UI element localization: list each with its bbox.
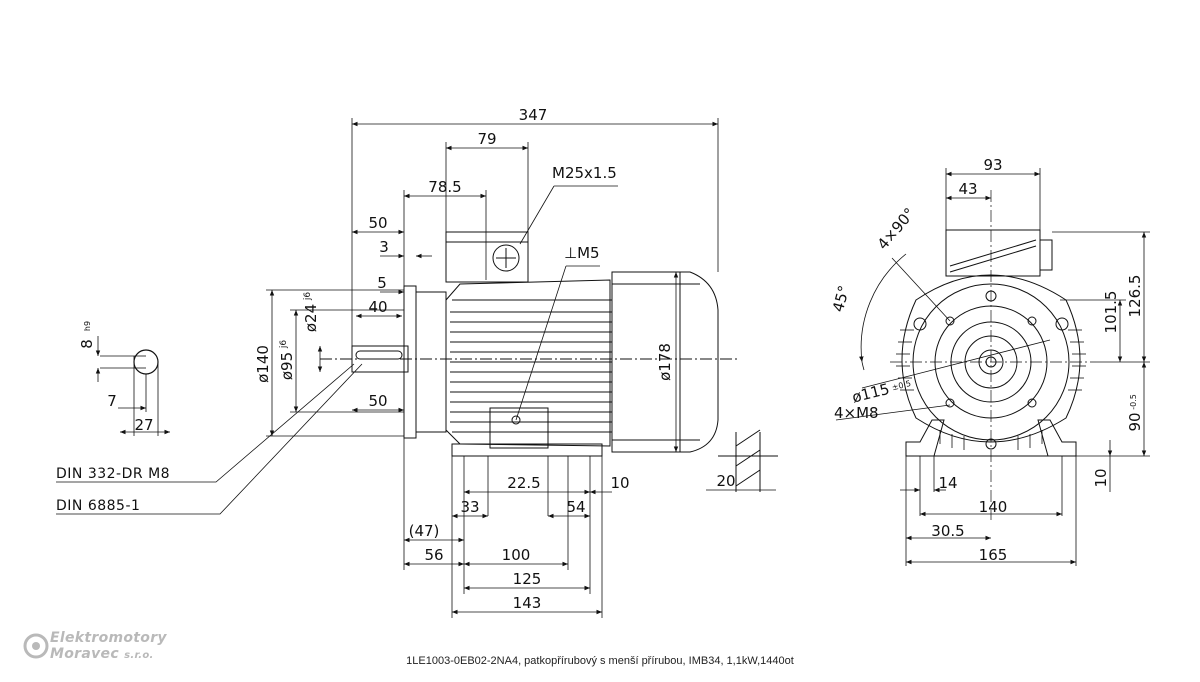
dim-54: 54 bbox=[566, 498, 585, 516]
label-din332: DIN 332-DR M8 bbox=[56, 466, 170, 482]
bolt-hole-icon bbox=[945, 398, 955, 408]
cooling-fins bbox=[450, 299, 612, 433]
fan-cover bbox=[611, 271, 719, 453]
dim-f14: 14 bbox=[938, 474, 957, 492]
dim-f-4xm8: 4×M8 bbox=[834, 404, 879, 422]
shaft-section-circle bbox=[133, 349, 159, 375]
dim-key-7: 7 bbox=[107, 392, 117, 410]
dim-f30-5: 30.5 bbox=[931, 522, 964, 540]
dim-phi95-tol: j6 bbox=[279, 340, 289, 350]
front-view bbox=[890, 190, 1096, 520]
dim-40: 40 bbox=[368, 298, 387, 316]
dim-f90: 90 bbox=[1126, 412, 1144, 431]
dim-phi24: ø24 bbox=[302, 304, 320, 332]
dim-m5: ⊥M5 bbox=[564, 244, 600, 262]
dim-125: 125 bbox=[513, 570, 542, 588]
side-dim-lines bbox=[56, 118, 776, 618]
dim-33: 33 bbox=[460, 498, 479, 516]
dim-f-4x90: 4×90° bbox=[874, 204, 919, 253]
dim-f-phi115: ø115 bbox=[850, 380, 891, 407]
dim-f101-5: 101.5 bbox=[1102, 291, 1120, 334]
front-frame bbox=[901, 274, 1081, 443]
dim-key-27: 27 bbox=[134, 416, 153, 434]
motor-body bbox=[445, 279, 611, 447]
dim-347: 347 bbox=[519, 106, 548, 124]
logo-line2: Moravec s.r.o. bbox=[50, 646, 154, 662]
dim-f-45: 45° bbox=[829, 284, 853, 314]
flange-hub bbox=[415, 291, 447, 433]
foot bbox=[451, 443, 603, 457]
dim-10-side: 10 bbox=[610, 474, 629, 492]
dim-f90-tol: -0.5 bbox=[1129, 394, 1138, 410]
dim-m25: M25x1.5 bbox=[552, 164, 617, 182]
dim-100: 100 bbox=[502, 546, 531, 564]
dim-56: 56 bbox=[424, 546, 443, 564]
shaft-section bbox=[95, 336, 170, 436]
flange-plate bbox=[403, 285, 417, 439]
dim-f93: 93 bbox=[983, 156, 1002, 174]
dim-phi95: ø95 bbox=[278, 352, 296, 380]
dim-50-top: 50 bbox=[368, 214, 387, 232]
dim-79: 79 bbox=[477, 130, 496, 148]
dim-key-8: 8 bbox=[78, 339, 96, 349]
logo-line1: Elektromotory bbox=[50, 630, 167, 646]
dim-50-shaft: 50 bbox=[368, 392, 387, 410]
dim-22-5: 22.5 bbox=[507, 474, 540, 492]
side-view bbox=[320, 231, 778, 492]
dim-phi24-tol: j6 bbox=[303, 292, 313, 302]
drawing-caption: 1LE1003-0EB02-2NA4, patkopřírubový s men… bbox=[406, 655, 794, 667]
dim-f140: 140 bbox=[979, 498, 1008, 516]
dim-143: 143 bbox=[513, 594, 542, 612]
dim-f10: 10 bbox=[1092, 468, 1110, 487]
shaft-key bbox=[355, 350, 403, 360]
front-foot-left bbox=[905, 419, 945, 457]
dim-key-8-tol: h9 bbox=[83, 321, 92, 331]
front-dim-texts: 93 43 101.5 126.5 90 -0.5 10 14 140 30.5… bbox=[829, 156, 1144, 564]
side-dim-texts: 347 79 78.5 50 3 5 40 50 ø140 ø95 j6 ø24… bbox=[56, 106, 736, 612]
terminal-box bbox=[445, 231, 529, 283]
cable-gland-icon bbox=[492, 244, 520, 272]
bolt-hole-icon bbox=[945, 316, 955, 326]
dim-3: 3 bbox=[379, 238, 389, 256]
ground-screw-icon bbox=[511, 415, 521, 425]
dim-f165: 165 bbox=[979, 546, 1008, 564]
bolt-hole-icon bbox=[1027, 398, 1037, 408]
dim-20: 20 bbox=[716, 472, 735, 490]
shaft-section-texts: 8 h9 7 27 bbox=[78, 321, 154, 434]
bolt-hole-icon bbox=[1027, 316, 1037, 326]
front-foot-right bbox=[1037, 419, 1077, 457]
gear-icon bbox=[23, 633, 49, 659]
dim-47: (47) bbox=[409, 522, 440, 540]
dim-78-5: 78.5 bbox=[428, 178, 461, 196]
dim-f43: 43 bbox=[958, 180, 977, 198]
dim-phi140: ø140 bbox=[254, 345, 272, 383]
dim-phi178: ø178 bbox=[656, 343, 674, 381]
dim-5: 5 bbox=[377, 274, 387, 292]
company-logo: Elektromotory Moravec s.r.o. bbox=[22, 630, 192, 666]
dim-f126-5: 126.5 bbox=[1126, 275, 1144, 318]
front-dim-lines bbox=[835, 168, 1150, 566]
label-din6885: DIN 6885-1 bbox=[56, 498, 140, 514]
